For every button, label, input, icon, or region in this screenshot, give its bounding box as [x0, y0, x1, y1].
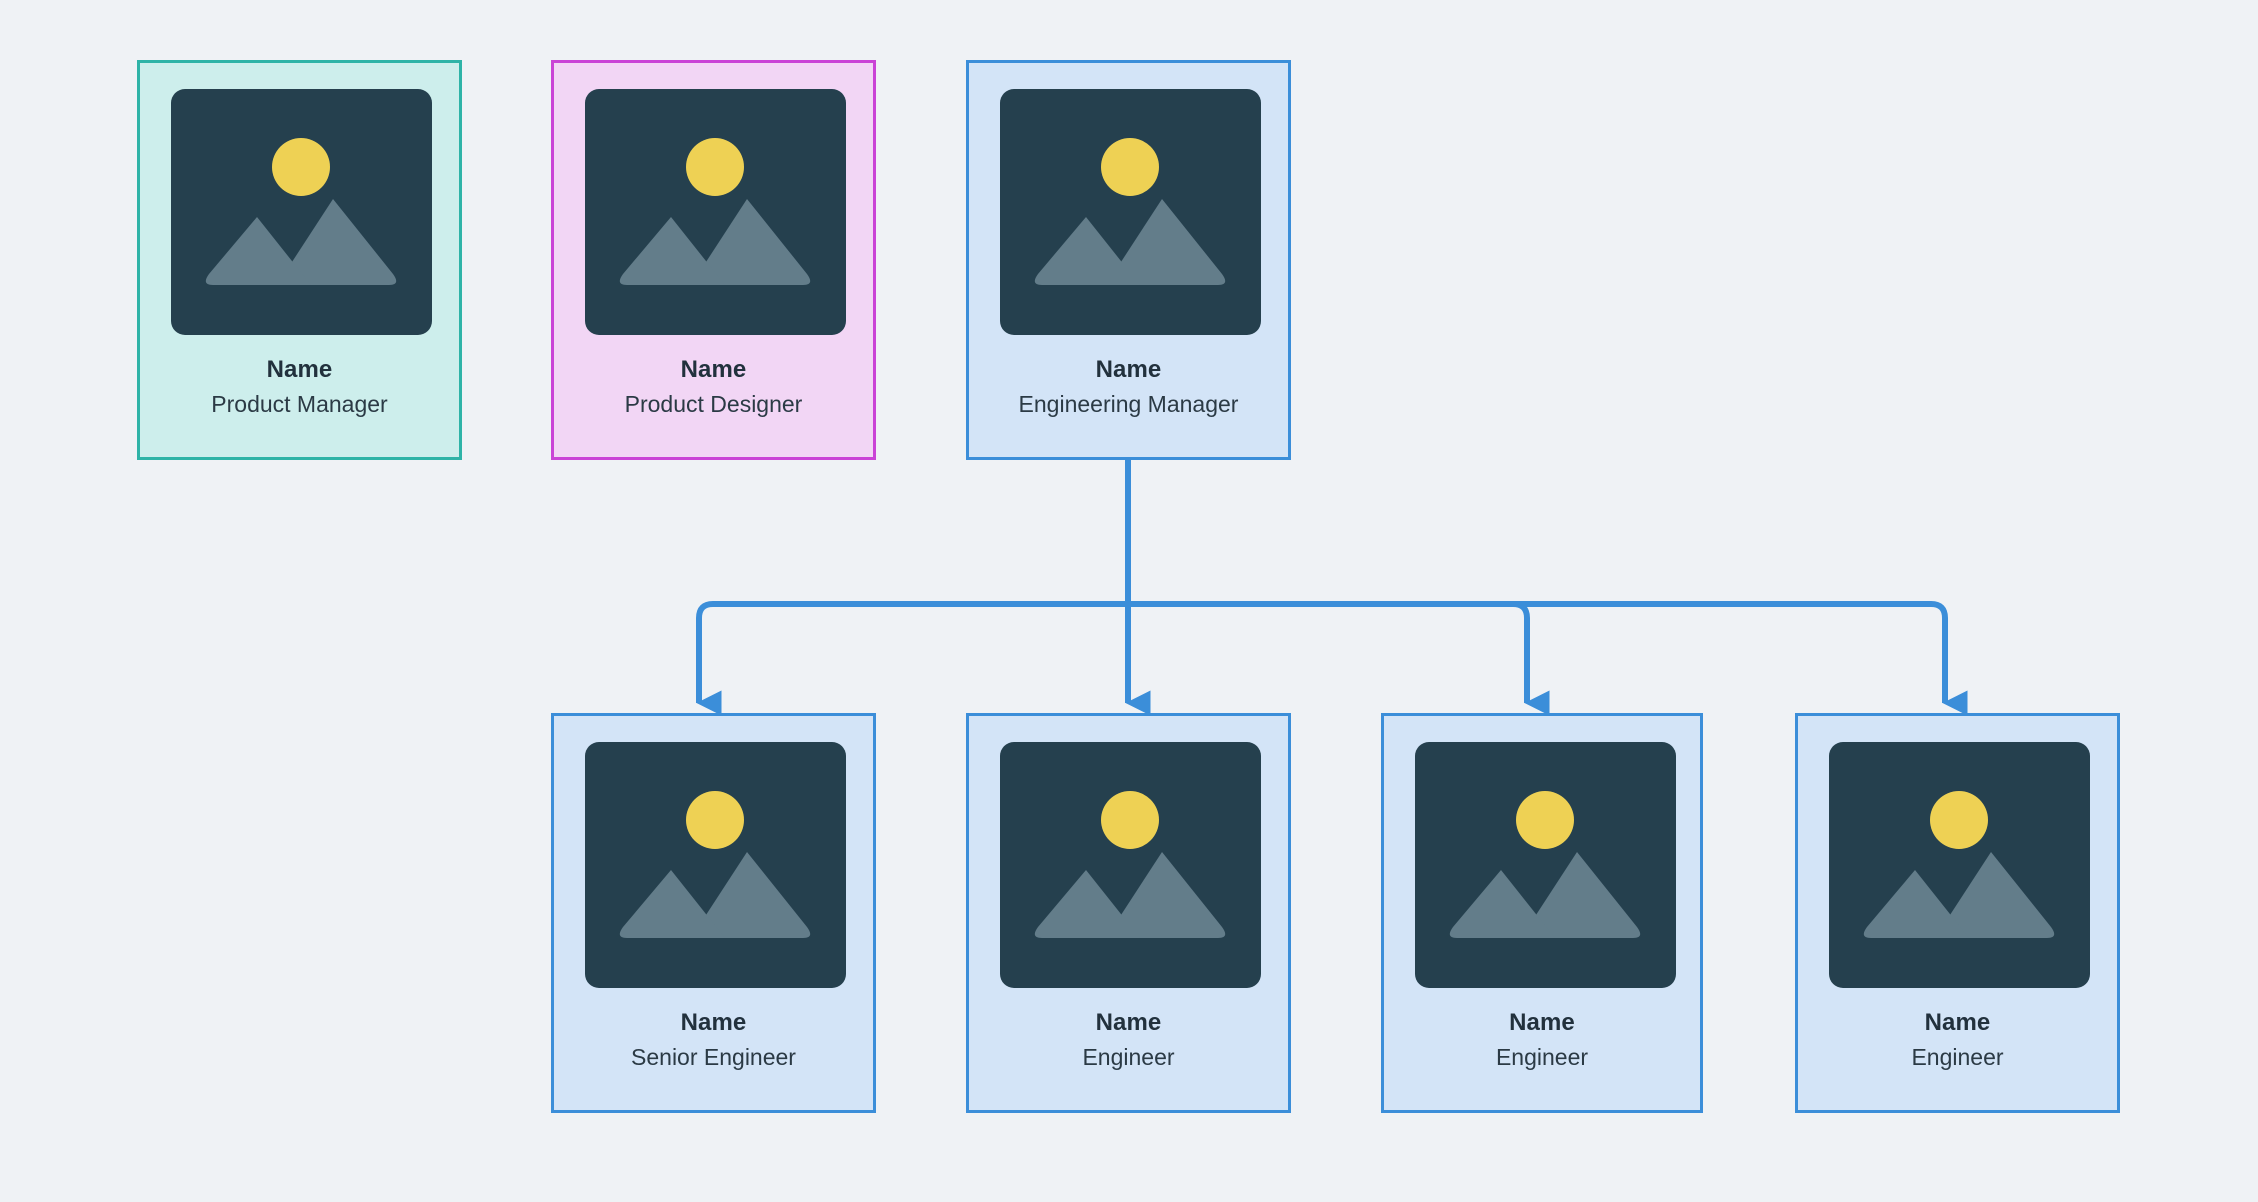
connector-edge [1128, 601, 1968, 716]
card-person-name: Name [1095, 356, 1162, 383]
card-person-name: Name [680, 1009, 747, 1036]
card-person-role: Engineer [1082, 1044, 1175, 1070]
card-person-name: Name [1095, 1009, 1162, 1036]
image-placeholder-icon [1829, 742, 2090, 988]
image-placeholder-icon [1000, 742, 1261, 988]
image-placeholder-icon [585, 89, 846, 335]
card-person-name: Name [1509, 1009, 1575, 1036]
card-person-role: Senior Engineer [631, 1044, 796, 1070]
connector-edge [1128, 601, 1550, 716]
card-person-role: Engineer [1911, 1044, 2004, 1070]
image-placeholder-icon [171, 89, 432, 335]
card-person-role: Engineering Manager [1018, 391, 1239, 417]
card-person-name: Name [266, 356, 333, 383]
image-placeholder-icon [585, 742, 846, 988]
card-person-role: Engineer [1495, 1044, 1589, 1070]
connector-edge [696, 601, 1128, 716]
card-person-role: Product Manager [211, 391, 388, 417]
card-person-name: Name [1924, 1009, 1991, 1036]
image-placeholder-icon [1000, 89, 1261, 335]
card-person-name: Name [680, 356, 747, 383]
image-placeholder-icon [1415, 742, 1676, 988]
card-person-role: Product Designer [624, 391, 803, 417]
